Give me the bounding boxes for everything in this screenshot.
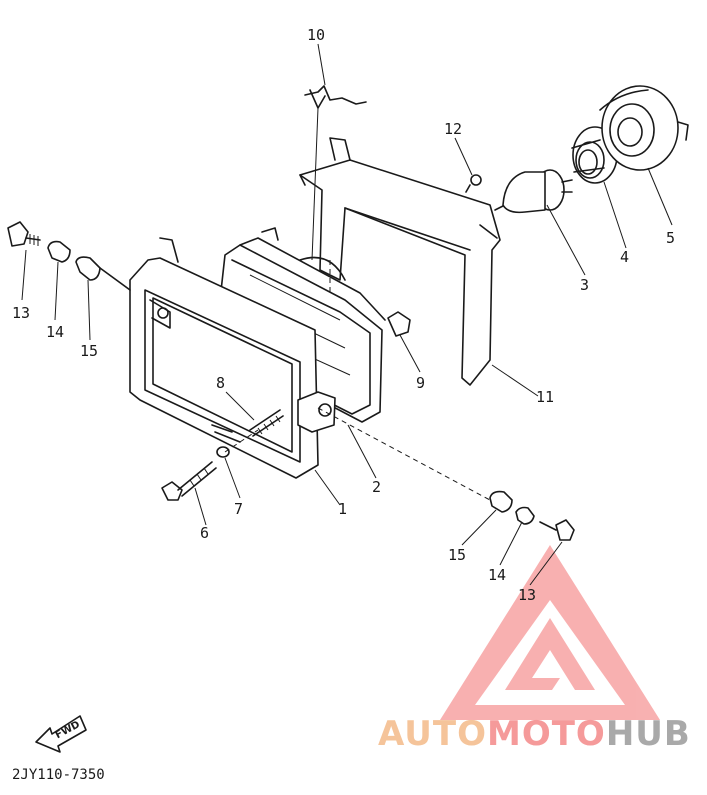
callout-13-left: 13 — [12, 304, 30, 322]
part-code: 2JY110-7350 — [12, 767, 105, 783]
part-1-rim — [129, 237, 336, 479]
part-12-screw — [465, 174, 482, 193]
callout-9: 9 — [416, 374, 425, 392]
part-8-screw — [249, 409, 284, 437]
brand-auto: AUTO — [378, 714, 487, 754]
callout-5: 5 — [666, 229, 675, 247]
callout-15-right: 15 — [448, 546, 466, 564]
svg-text:AUTOMOTOHUB: AUTOMOTOHUB — [378, 714, 691, 754]
leader-lines — [21, 43, 673, 586]
callout-4: 4 — [620, 248, 629, 266]
callout-1: 1 — [338, 500, 347, 518]
brand-hub: HUB — [606, 714, 691, 754]
callout-7: 7 — [234, 500, 243, 518]
callout-14-left: 14 — [46, 323, 64, 341]
assembly-lines — [224, 260, 491, 501]
callout-11: 11 — [536, 388, 554, 406]
brand-moto: MOTO — [487, 714, 606, 754]
callout-14-right: 14 — [488, 566, 506, 584]
callout-labels: 10 12 5 4 3 13 14 15 8 9 11 2 7 1 6 15 1… — [12, 26, 675, 604]
callout-10: 10 — [307, 26, 325, 44]
callout-15-left: 15 — [80, 342, 98, 360]
part-10-clip — [304, 85, 367, 109]
callout-12: 12 — [444, 120, 462, 138]
fwd-arrow: FWD — [35, 715, 87, 753]
part-11-bracket — [299, 137, 501, 386]
callout-2: 2 — [372, 478, 381, 496]
part-6-bolt — [161, 461, 217, 501]
callout-6: 6 — [200, 524, 209, 542]
part-3-bulb — [494, 169, 573, 214]
watermark-logo — [440, 545, 660, 720]
part-7-washer — [216, 446, 230, 458]
right-fasteners — [489, 490, 575, 541]
callout-3: 3 — [580, 276, 589, 294]
callout-8: 8 — [216, 374, 225, 392]
part-9-nut — [387, 311, 411, 337]
callout-13-right: 13 — [518, 586, 536, 604]
part-5-cover — [599, 85, 689, 171]
left-fasteners — [7, 221, 131, 291]
watermark-brand: AUTOMOTOHUB — [378, 714, 691, 754]
